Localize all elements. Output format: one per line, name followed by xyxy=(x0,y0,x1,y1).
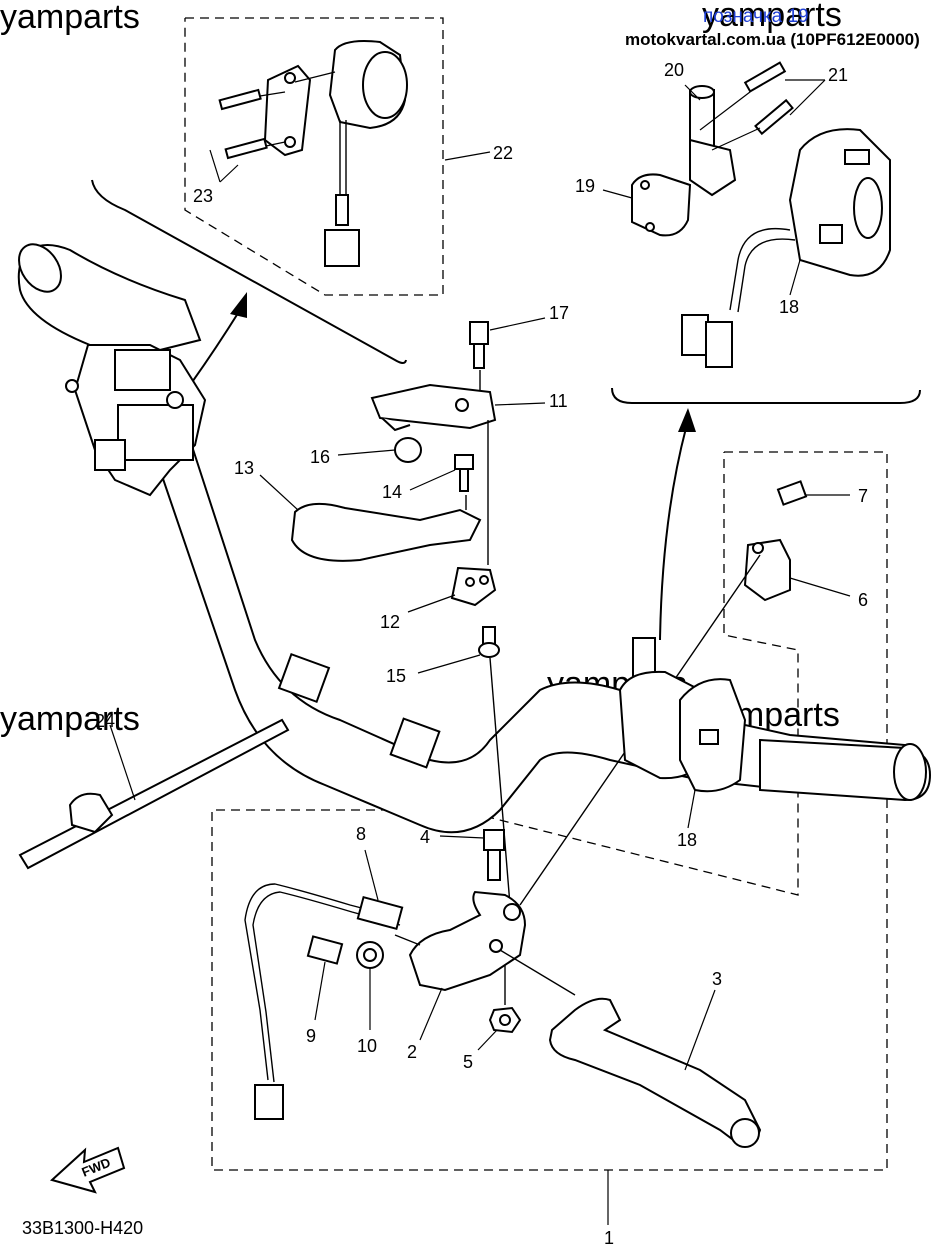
arrow-right-shaft xyxy=(659,427,687,641)
part-24-band xyxy=(18,718,290,870)
guide-clutch xyxy=(394,934,421,946)
fwd-arrow: FWD xyxy=(49,1146,126,1194)
part-20-holder xyxy=(689,85,737,197)
callout-11: 11 xyxy=(549,391,568,411)
callout-2: 2 xyxy=(407,1042,417,1062)
callout-24: 24 xyxy=(95,711,115,731)
callout-10: 10 xyxy=(357,1036,377,1056)
callout-4: 4 xyxy=(420,827,430,847)
watermark-top-right: yamparts xyxy=(702,0,842,34)
callout-18-top: 18 xyxy=(779,297,799,317)
diagram-code: 33B1300-H420 xyxy=(22,1218,143,1238)
part-10-locknut xyxy=(356,941,384,969)
arrow-left-shaft xyxy=(189,309,241,386)
callout-3: 3 xyxy=(712,969,722,989)
callout-16: 16 xyxy=(310,447,330,467)
guide-lever xyxy=(499,949,576,996)
callout-23: 23 xyxy=(193,186,213,206)
part-9-adjuster xyxy=(306,935,344,965)
part-19-clamp-top xyxy=(631,173,692,237)
arrow-right-head xyxy=(678,408,696,432)
callout-9: 9 xyxy=(306,1026,316,1046)
callout-12: 12 xyxy=(380,612,400,632)
watermark-left: yamparts xyxy=(0,700,140,738)
source-marker: позначка 19 xyxy=(703,6,809,27)
part-15-bolt xyxy=(478,626,500,658)
callout-6: 6 xyxy=(858,590,868,610)
part-17-bolt xyxy=(469,321,489,369)
part-18-switch-bottom xyxy=(618,637,747,793)
group-box-22 xyxy=(184,17,444,296)
part-7-bolt xyxy=(776,480,808,506)
part-22-switch xyxy=(218,40,408,267)
callout-18-bottom: 18 xyxy=(677,830,697,850)
callout-7: 7 xyxy=(858,486,868,506)
callout-15: 15 xyxy=(386,666,406,686)
part-11-bracket xyxy=(370,383,497,432)
callout-17: 17 xyxy=(549,303,569,323)
part-16-knob xyxy=(394,437,422,463)
callout-20: 20 xyxy=(664,60,684,80)
callout-22: 22 xyxy=(493,143,513,163)
callout-19: 19 xyxy=(575,176,595,196)
part-6-clamp xyxy=(743,538,791,602)
callout-8: 8 xyxy=(356,824,366,844)
group-box-1 xyxy=(211,451,888,1171)
watermark-top-left: yamparts xyxy=(0,0,140,36)
part-21-screws xyxy=(699,61,794,151)
bracket-left xyxy=(91,179,407,364)
part-13-lever xyxy=(290,502,482,562)
callout-1: 1 xyxy=(604,1228,614,1248)
part-3-lever xyxy=(548,997,762,1148)
part-5-nut xyxy=(488,1006,522,1034)
callout-13: 13 xyxy=(234,458,254,478)
callout-21: 21 xyxy=(828,65,848,85)
brake-master-cylinder xyxy=(65,344,207,497)
callout-14: 14 xyxy=(382,482,402,502)
part-4-bolt xyxy=(483,829,505,881)
guide-center-lower xyxy=(489,657,511,906)
bracket-right xyxy=(611,387,921,404)
arrow-left-head xyxy=(230,292,247,318)
part-2-holder xyxy=(408,890,527,992)
callout-5: 5 xyxy=(463,1052,473,1072)
source-line: motokvartal.com.ua (10PF612E0000) xyxy=(625,30,920,49)
part-14-bolt xyxy=(454,454,474,492)
part-12-plate xyxy=(450,566,497,607)
part-18-switch-top xyxy=(681,128,891,368)
leader-lines xyxy=(209,79,851,1225)
part-8-switch xyxy=(244,883,404,1120)
